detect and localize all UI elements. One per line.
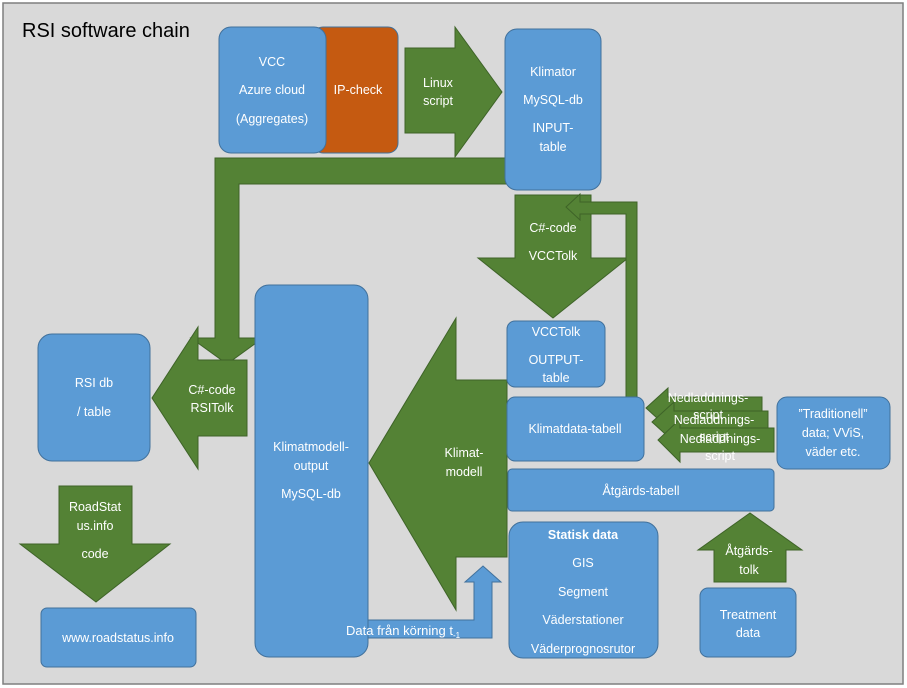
treatment-data-label: Treatment data [720, 608, 777, 640]
roadstatus-code-arrow [18, 485, 172, 603]
vcc-line-3: (Aggregates) [236, 112, 308, 126]
traditionell-label: ”Traditionell” data; VViS, väder etc. [798, 407, 867, 459]
traditionell-line-2: data; VViS, [802, 426, 864, 440]
klimator-label: Klimator MySQL-db INPUT- table [523, 65, 583, 154]
klimatmodell-line-2: modell [446, 465, 483, 479]
atgards-tabell-label: Åtgärds-tabell [602, 483, 679, 498]
klimator-line-2: MySQL-db [523, 93, 583, 107]
diagram-title: RSI software chain [22, 20, 190, 42]
nedladdnings-arrow-3 [657, 417, 775, 464]
traditionell-line-3: väder etc. [806, 445, 861, 459]
klimatmodell-output-label: Klimatmodell- output MySQL-db [273, 440, 349, 501]
nedladdnings-labels: Nedladdnings- script Nedladdnings- scrip… [668, 391, 761, 463]
nedladdnings-3-line-1: Nedladdnings- [680, 432, 761, 446]
roadstatus-code-label: RoadStat us.info code [69, 500, 122, 561]
vcctolk-output-line-3: table [542, 371, 569, 385]
data-fran-korning-subscript: -1 [453, 631, 461, 640]
klimatmodell-output-line-1: Klimatmodell- [273, 440, 349, 454]
vcctolk-output-label: VCCTolk OUTPUT- table [529, 325, 584, 385]
treatment-data-box [699, 587, 797, 658]
csharp-rsitolk-arrow [151, 325, 248, 471]
rsi-db-label: RSI db / table [75, 376, 113, 419]
roadstatus-site-box [40, 607, 197, 668]
atgardstolk-label: Åtgärds- tolk [725, 543, 772, 577]
klimator-box [504, 28, 602, 191]
atgardstolk-arrow [696, 512, 804, 583]
nedladdnings-1-line-2: script [693, 408, 723, 422]
traditionell-line-1: ”Traditionell” [798, 407, 867, 421]
vcc-line-2: Azure cloud [239, 83, 305, 97]
vcc-box [218, 26, 327, 154]
klimatdata-loop-connector [565, 192, 638, 398]
statisk-data-heading: Statisk data [548, 528, 619, 542]
rsi-db-line-2: / table [77, 405, 111, 419]
csharp-rsitolk-line-2: RSITolk [190, 401, 234, 415]
linux-script-line-1: Linux [423, 76, 454, 90]
statisk-data-gis: GIS [572, 556, 594, 570]
csharp-vcctolk-line-2: VCCTolk [529, 249, 578, 263]
csharp-vcctolk-label: C#-code VCCTolk [529, 221, 578, 263]
klimatmodell-arrow [368, 316, 508, 612]
data-fran-korning-label: Data från körning t-1 [346, 623, 461, 640]
statisk-data-label: Statisk data GIS Segment Väderstationer … [531, 528, 635, 656]
klimatdata-tabell-label: Klimatdata-tabell [528, 422, 621, 436]
ip-check-label: IP-check [334, 83, 383, 97]
csharp-rsitolk-label: C#-code RSITolk [188, 383, 235, 415]
data-fran-korning-text: Data från körning t [346, 623, 453, 638]
statisk-data-vaderprognosrutor: Väderprognosrutor [531, 642, 635, 656]
data-fran-korning-arrow [326, 565, 503, 639]
nedladdnings-3-line-2: script [705, 449, 735, 463]
klimatmodell-line-1: Klimat- [445, 446, 484, 460]
statisk-data-box [508, 521, 659, 659]
vcctolk-output-line-2: OUTPUT- [529, 353, 584, 367]
klimatmodell-output-line-3: MySQL-db [281, 487, 341, 501]
nedladdnings-script-arrows [645, 386, 775, 464]
treatment-line-1: Treatment [720, 608, 777, 622]
atgardstolk-line-2: tolk [739, 563, 759, 577]
roadstatus-code-line-3: code [81, 547, 108, 561]
klimatmodell-label: Klimat- modell [445, 446, 484, 479]
klimator-line-1: Klimator [530, 65, 576, 79]
statisk-data-segment: Segment [558, 585, 609, 599]
vcc-label: VCC Azure cloud (Aggregates) [236, 55, 308, 126]
roadstatus-code-line-2: us.info [77, 519, 114, 533]
klimatdata-tabell-box [506, 396, 645, 462]
atgardstolk-line-1: Åtgärds- [725, 543, 772, 558]
klimator-line-4: table [539, 140, 566, 154]
klimator-to-rsi-connector [189, 157, 507, 365]
klimatmodell-output-line-2: output [294, 459, 329, 473]
nedladdnings-2-line-1: Nedladdnings- [674, 413, 755, 427]
vcctolk-output-box [506, 320, 606, 388]
treatment-line-2: data [736, 626, 760, 640]
vcc-line-1: VCC [259, 55, 285, 69]
linux-script-arrow [404, 25, 503, 159]
atgards-tabell-box [507, 468, 775, 512]
traditionell-data-box [776, 396, 891, 470]
rsi-db-line-1: RSI db [75, 376, 113, 390]
roadstatus-site-label: www.roadstatus.info [61, 631, 174, 645]
rsi-db-box [37, 333, 151, 462]
statisk-data-vaderstationer: Väderstationer [542, 613, 623, 627]
klimatmodell-output-box [254, 284, 369, 658]
nedladdnings-1-line-1: Nedladdnings- [668, 391, 749, 405]
roadstatus-code-line-1: RoadStat [69, 500, 122, 514]
linux-script-label: Linux script [423, 76, 454, 108]
csharp-rsitolk-line-1: C#-code [188, 383, 235, 397]
klimator-line-3: INPUT- [533, 121, 574, 135]
vcctolk-output-line-1: VCCTolk [532, 325, 581, 339]
linux-script-line-2: script [423, 94, 453, 108]
nedladdnings-2-line-2: script [699, 430, 729, 444]
csharp-vcctolk-line-1: C#-code [529, 221, 576, 235]
